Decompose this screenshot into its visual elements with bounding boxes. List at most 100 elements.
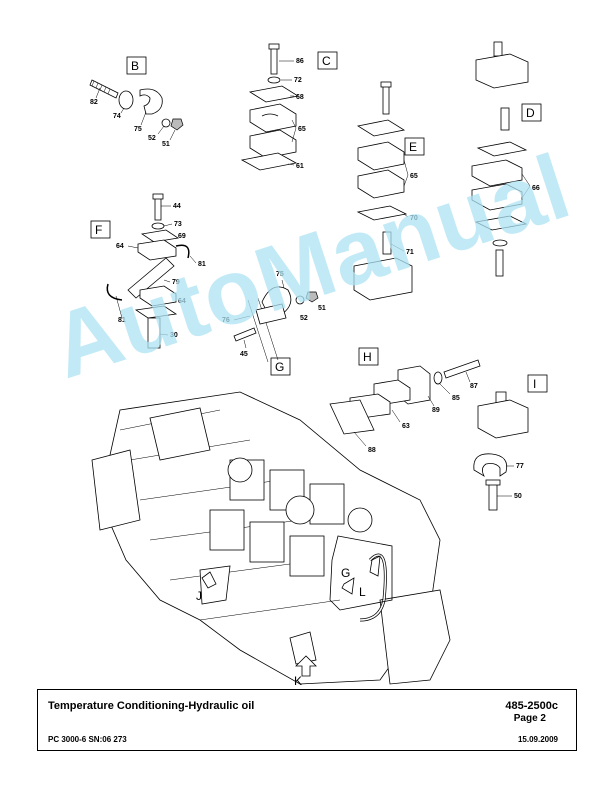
cooler-bracket-j [199, 565, 231, 605]
view-arrows: G L J K [196, 555, 381, 688]
view-h: H 87 89 85 63 88 [329, 347, 481, 454]
gear-housing-top [149, 407, 211, 461]
view-d: D 66 [471, 41, 542, 277]
clamp-half-e65b [357, 169, 405, 199]
label-b: B [131, 59, 139, 73]
bolt-d-bottom [495, 249, 504, 277]
plate-f [134, 305, 178, 319]
callout-66: 66 [532, 185, 540, 192]
label-h: H [363, 350, 372, 364]
callout-73: 73 [174, 221, 182, 228]
view-c: C 86 72 68 65 61 [240, 43, 338, 171]
base-plate-d [474, 215, 528, 231]
plate-88 [329, 399, 375, 435]
lock-plate-70 [356, 205, 408, 221]
callout-68: 68 [296, 94, 304, 101]
clamp-block-e [353, 257, 413, 301]
callout-77: 77 [516, 463, 524, 470]
title-block: Temperature Conditioning-Hydraulic oil 4… [37, 689, 577, 751]
view-e: E 65 70 71 [353, 81, 425, 301]
document-number: 485-2500c [505, 700, 558, 712]
callout-71: 71 [406, 249, 414, 256]
callout-74: 74 [113, 113, 121, 120]
post-30 [147, 317, 161, 349]
callout-52: 52 [148, 135, 156, 142]
label-g: G [275, 360, 284, 374]
bolt-50 [488, 483, 498, 511]
clamp-half-64b [139, 285, 177, 307]
callout-63: 63 [402, 423, 410, 430]
view-l-frame [329, 535, 393, 611]
bolt-86 [270, 47, 278, 75]
callout-89: 89 [432, 407, 440, 414]
machine-model: PC 3000-6 SN:06 273 [48, 735, 127, 744]
threaded-stud-82 [89, 79, 119, 99]
tube-d [493, 41, 503, 57]
arrow-l [369, 555, 381, 577]
nut-51g [305, 291, 319, 303]
bolt-44 [154, 197, 162, 221]
callout-72: 72 [294, 77, 302, 84]
bolt-d [500, 107, 510, 131]
callout-51g: 51 [318, 305, 326, 312]
exploded-parts-diagram: B 82 74 75 52 51 C 86 72 68 65 61 E [89, 41, 548, 688]
callout-75: 75 [134, 126, 142, 133]
view-b: B 82 74 75 52 51 [89, 56, 184, 148]
callout-76: 76 [222, 317, 230, 324]
clamp-half-65a [249, 103, 297, 133]
bracket-g [255, 303, 287, 325]
label-i: I [533, 377, 536, 391]
callout-30: 30 [170, 332, 178, 339]
nut-51 [170, 118, 184, 131]
callout-44: 44 [173, 203, 181, 210]
pin-79 [127, 257, 175, 299]
washer-52 [161, 118, 171, 128]
callout-88: 88 [368, 447, 376, 454]
callout-85: 85 [452, 395, 460, 402]
transfer-case [379, 589, 451, 685]
arrow-label-g: G [341, 566, 350, 580]
callout-81b: 81 [118, 317, 126, 324]
view-g-detail: G 75 76 51 52 45 [222, 271, 326, 376]
callout-69: 69 [178, 233, 186, 240]
callout-82: 82 [90, 99, 98, 106]
retaining-ring-81a [175, 244, 190, 259]
arrow-g [341, 577, 355, 595]
base-plate-61 [240, 152, 298, 171]
callout-70: 70 [410, 215, 418, 222]
page-number: Page 2 [513, 713, 546, 724]
washer-85 [433, 371, 443, 385]
view-f: F 44 73 69 64 81 79 64 81 30 [90, 193, 206, 349]
callout-45: 45 [240, 351, 248, 358]
callout-65: 65 [298, 126, 306, 133]
pulley-b [285, 495, 315, 525]
callout-64a: 64 [116, 243, 124, 250]
plate-69 [140, 229, 180, 243]
washer-73 [151, 222, 165, 230]
bolt-71 [382, 231, 392, 255]
callout-75g: 75 [276, 271, 284, 278]
bolt-87 [443, 359, 481, 379]
callout-51: 51 [162, 141, 170, 148]
callout-86: 86 [296, 58, 304, 65]
washer-52g [295, 295, 305, 305]
arrow-j [201, 571, 217, 589]
callout-52g: 52 [300, 315, 308, 322]
callout-61: 61 [296, 163, 304, 170]
engine-assembly-drawing [91, 391, 451, 685]
clamp-77 [473, 453, 508, 478]
callout-87: 87 [470, 383, 478, 390]
label-box-b [126, 56, 147, 75]
clamp-half-65b [249, 129, 297, 159]
clamp-block-i [477, 399, 529, 439]
clamp-75 [139, 88, 163, 115]
bolt-e [382, 85, 390, 115]
arrow-label-j: J [196, 589, 202, 603]
arrow-label-l: L [359, 585, 366, 599]
label-d: D [526, 106, 535, 120]
valve-k [289, 631, 317, 665]
bolt-45 [233, 327, 257, 342]
clamp-half-66b [471, 183, 523, 211]
clamp-half-66a [471, 159, 523, 187]
